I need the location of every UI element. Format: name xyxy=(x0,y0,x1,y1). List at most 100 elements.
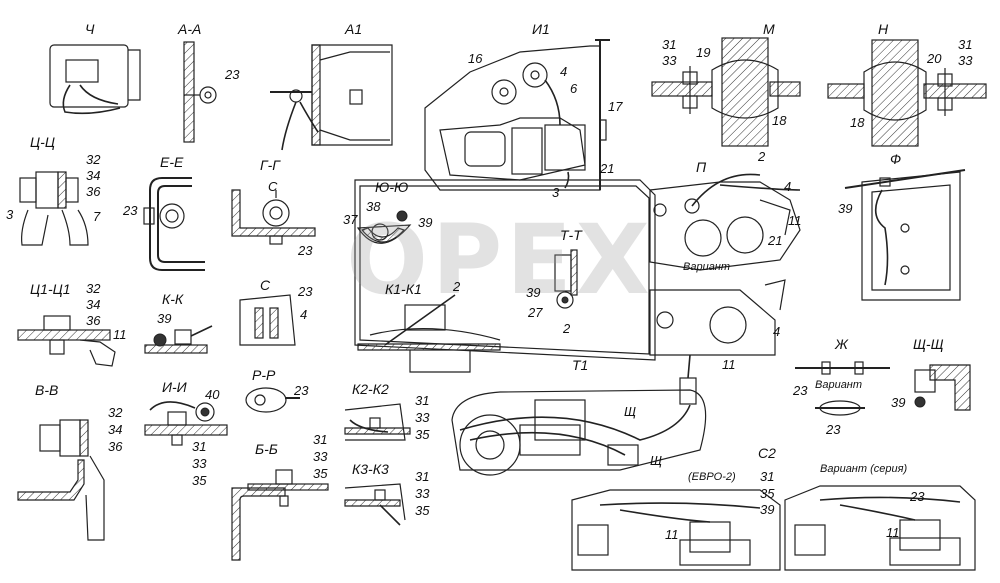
callout-number: 35 xyxy=(192,473,207,488)
callout-number: 21 xyxy=(768,233,783,248)
view-label-zh: Ж xyxy=(835,336,848,352)
view-mark-shch-1: Щ xyxy=(624,404,636,419)
callout-number: 7 xyxy=(93,209,101,224)
view-m-drawing xyxy=(651,37,801,147)
note-evro2: (ЕВРО-2) xyxy=(688,471,736,483)
callout-number: 11 xyxy=(113,327,127,342)
callout-number: 39 xyxy=(526,285,541,300)
callout-number: 23 xyxy=(910,489,925,504)
view-k2-drawing xyxy=(344,403,411,441)
callout-number: 39 xyxy=(418,215,433,230)
view-label-a1: А1 xyxy=(345,21,363,37)
callout-number: 39 xyxy=(157,311,172,326)
view-tt-drawing xyxy=(554,249,578,309)
callout-number: 40 xyxy=(205,387,220,402)
view-label-s2: С2 xyxy=(758,445,776,461)
callout-number: 34 xyxy=(86,168,101,183)
callout-number: 33 xyxy=(662,53,677,68)
view-aa-drawing xyxy=(183,41,217,143)
view-mark-shch-2: Щ xyxy=(650,453,662,468)
view-tsts-drawing xyxy=(19,171,89,246)
callout-number: 31 xyxy=(192,439,207,454)
view-n-drawing xyxy=(827,39,987,147)
callout-number: 2 xyxy=(453,279,461,294)
callout-number: 11 xyxy=(665,527,679,542)
callout-number: 17 xyxy=(608,99,623,114)
callout-number: 33 xyxy=(958,53,973,68)
view-label-vv: В-В xyxy=(35,382,59,398)
view-label-s: С xyxy=(260,277,271,293)
callout-number: 4 xyxy=(784,179,792,194)
callout-number: 39 xyxy=(760,502,775,517)
callout-number: 23 xyxy=(294,383,309,398)
callout-number: 3 xyxy=(552,185,560,200)
view-label-ts1: Ц1-Ц1 xyxy=(30,281,71,297)
callout-number: 18 xyxy=(850,115,865,130)
callout-number: 31 xyxy=(415,469,430,484)
view-label-f: Ф xyxy=(890,151,902,167)
callout-number: 2 xyxy=(758,149,766,164)
callout-number: 23 xyxy=(793,383,808,398)
callout-number: 27 xyxy=(528,305,543,320)
view-label-k1: К1-К1 xyxy=(385,281,422,297)
note-variant-zh: Вариант xyxy=(815,379,863,391)
view-label-aa: А-А xyxy=(178,21,202,37)
callout-number: 34 xyxy=(86,297,101,312)
view-label-k3: К3-К3 xyxy=(352,461,389,477)
callout-number: 35 xyxy=(313,466,328,481)
callout-number: 36 xyxy=(86,184,101,199)
callout-number: 18 xyxy=(772,113,787,128)
view-k1-drawing xyxy=(357,294,501,373)
view-zh-drawing xyxy=(795,361,890,416)
view-label-bb: Б-Б xyxy=(255,441,278,457)
view-a1-drawing xyxy=(270,44,393,151)
callout-number: 36 xyxy=(108,439,123,454)
callout-number: 11 xyxy=(788,213,802,228)
view-label-kk: К-К xyxy=(162,291,184,307)
callout-number: 32 xyxy=(86,281,101,296)
view-yuyu-drawing xyxy=(356,210,412,244)
view-label-m: М xyxy=(763,21,775,37)
view-f-drawing xyxy=(844,169,966,301)
callout-number: 33 xyxy=(415,486,430,501)
callout-number: 36 xyxy=(86,313,101,328)
view-bb-drawing xyxy=(231,469,329,561)
view-label-i1: И1 xyxy=(532,21,550,37)
callout-number: 31 xyxy=(313,432,328,447)
callout-number: 32 xyxy=(86,152,101,167)
callout-number: 31 xyxy=(415,393,430,408)
note-variant-p: Вариант xyxy=(683,261,731,273)
view-i1-drawing xyxy=(424,39,610,191)
view-ii-drawing xyxy=(144,401,228,446)
view-label-k2: К2-К2 xyxy=(352,381,389,397)
callout-number: 35 xyxy=(415,503,430,518)
callout-number: 4 xyxy=(300,307,308,322)
view-label-n: Н xyxy=(878,21,889,37)
view-ts1-drawing xyxy=(17,315,116,367)
callout-number: 20 xyxy=(927,51,942,66)
callout-number: 19 xyxy=(696,45,711,60)
view-s-drawing xyxy=(239,294,296,346)
callout-number: 23 xyxy=(826,422,841,437)
view-p-drawing xyxy=(354,173,801,361)
callout-number: 31 xyxy=(958,37,973,52)
callout-number: 35 xyxy=(760,486,775,501)
view-gg-drawing xyxy=(231,189,316,245)
callout-number: 6 xyxy=(570,81,578,96)
view-label-p: П xyxy=(696,159,707,175)
callout-number: 31 xyxy=(760,469,775,484)
callout-number: 4 xyxy=(560,64,568,79)
callout-number: 16 xyxy=(468,51,483,66)
callout-number: 11 xyxy=(722,357,736,372)
view-t1-drawing xyxy=(451,354,707,476)
view-vv-drawing xyxy=(17,419,105,541)
callout-number: 11 xyxy=(886,525,900,540)
view-label-t1: Т1 xyxy=(572,357,589,373)
callout-number: 35 xyxy=(415,427,430,442)
view-ee-drawing xyxy=(143,177,205,271)
callout-number: 32 xyxy=(108,405,123,420)
callout-number: 33 xyxy=(415,410,430,425)
view-shch-shch-drawing xyxy=(914,364,971,411)
